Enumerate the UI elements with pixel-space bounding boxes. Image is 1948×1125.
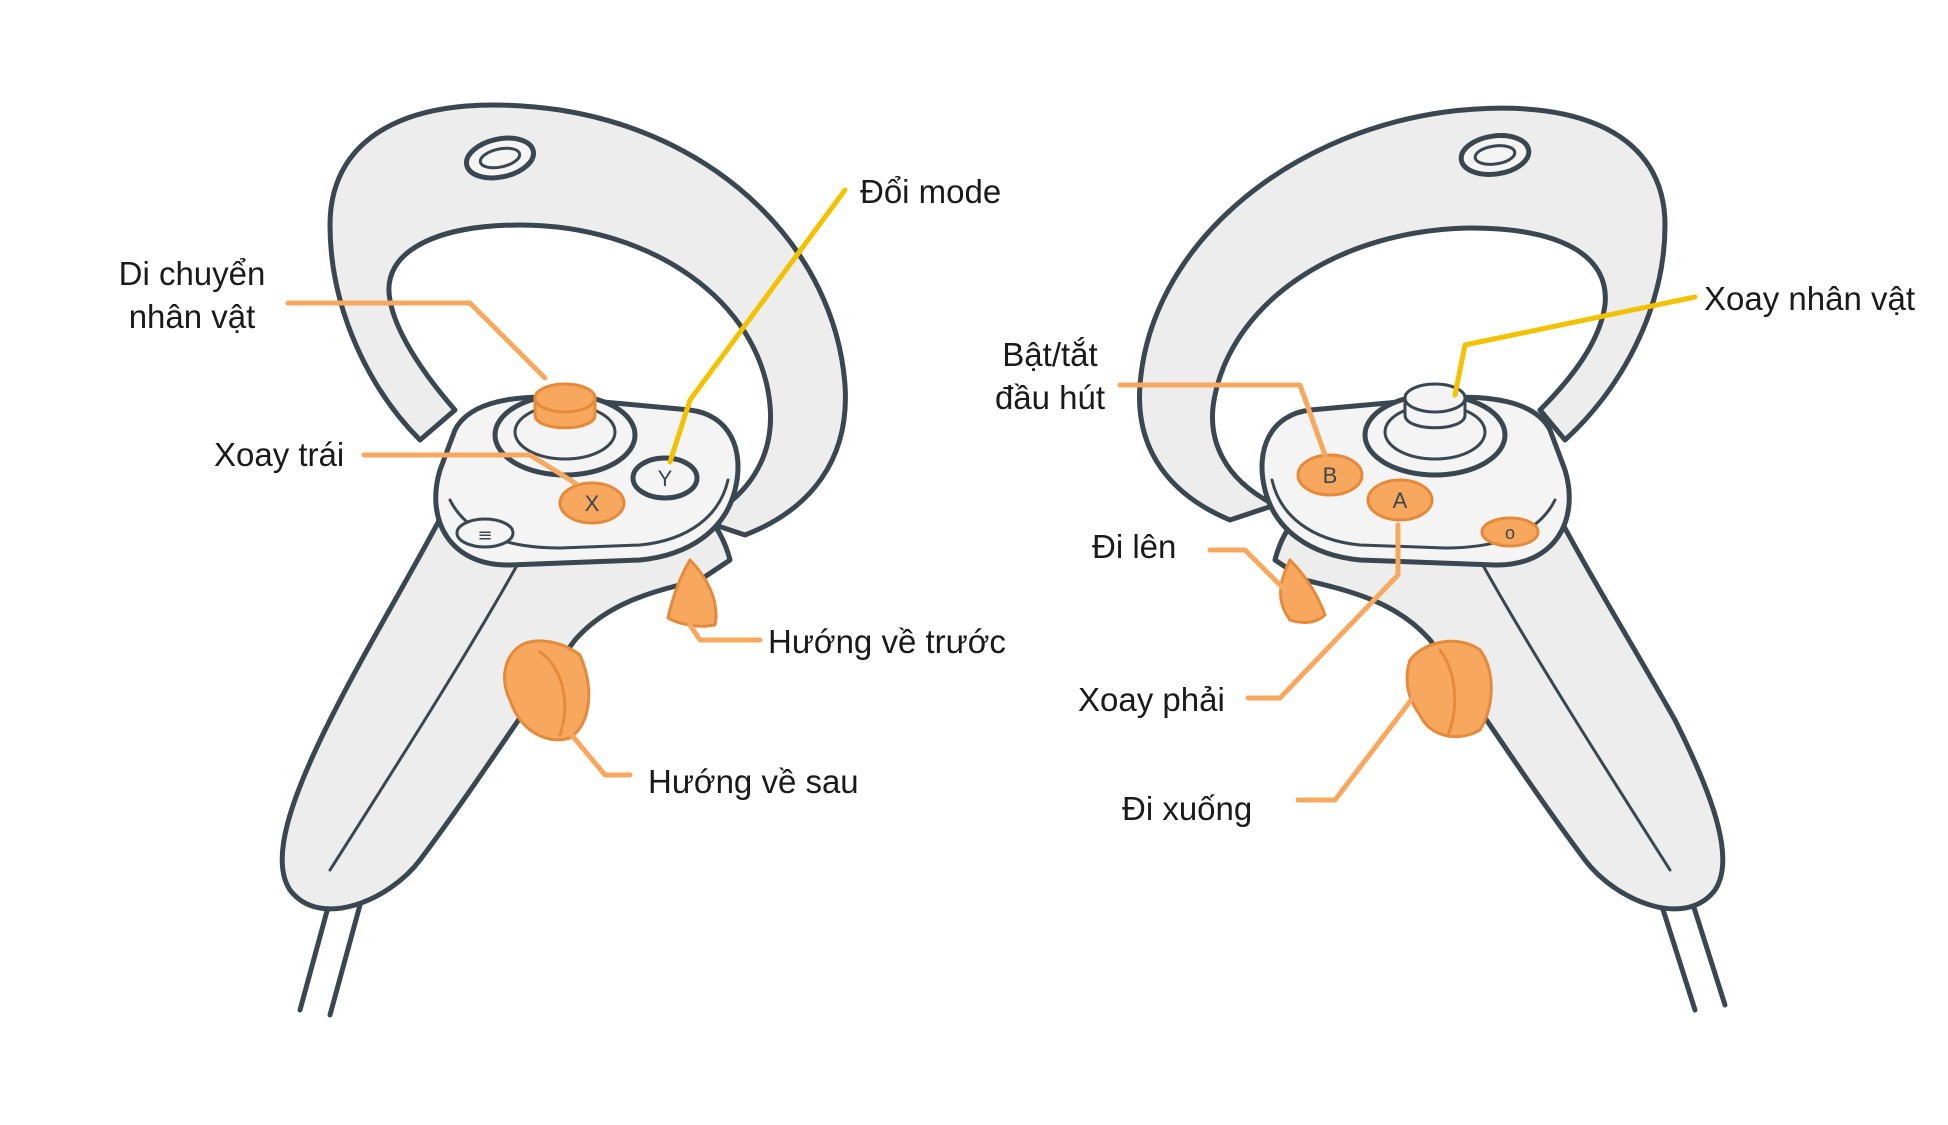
- leader-suction-toggle: [1117, 382, 1328, 458]
- right-a-button: [1366, 478, 1434, 522]
- left-x-glyph: X: [585, 491, 600, 516]
- left-menu-glyph: ≡: [477, 525, 492, 546]
- label-rotate-right: Xoay phải: [1078, 681, 1225, 718]
- vr-controller-right-icon: B A o: [1137, 105, 1728, 1013]
- label-suction-toggle-line2: đầu hút: [994, 379, 1106, 416]
- left-leader-lines: [285, 187, 848, 778]
- label-suction-toggle-line1: Bật/tắt: [1002, 336, 1098, 373]
- right-ring-inner: [1213, 226, 1607, 397]
- right-oculus-button: [1480, 516, 1540, 548]
- label-backward: Hướng về sau: [648, 763, 859, 800]
- label-move-character-line2: nhân vật: [128, 298, 256, 335]
- right-grip-seam: [1478, 558, 1672, 872]
- left-y-glyph: Y: [658, 466, 673, 491]
- label-rotate-character: Xoay nhân vật: [1704, 280, 1915, 317]
- vr-controller-left-icon: X Y ≡: [279, 102, 848, 1018]
- right-cable: [1657, 892, 1728, 1013]
- leader-rotate-right: [1245, 522, 1401, 701]
- label-go-up: Đi lên: [1092, 528, 1177, 565]
- right-oculus-glyph: o: [1505, 523, 1515, 543]
- right-b-glyph: B: [1323, 463, 1338, 488]
- leader-forward: [687, 622, 763, 643]
- label-go-down: Đi xuống: [1122, 790, 1253, 827]
- left-ring-inner: [387, 223, 772, 407]
- left-tracking-ring: [327, 102, 848, 538]
- left-index-trigger: [666, 558, 718, 628]
- left-cable: [297, 897, 363, 1018]
- label-suction-toggle: Bật/tắt đầu hút: [975, 333, 1125, 419]
- left-ring-led: [464, 135, 536, 181]
- left-grip-seam: [328, 558, 522, 872]
- leader-go-down: [1295, 692, 1418, 803]
- right-tracking-ring: [1137, 105, 1668, 523]
- leader-move-character: [285, 300, 548, 381]
- label-move-character-line1: Di chuyển: [118, 255, 266, 292]
- right-leader-lines: [1117, 294, 1698, 803]
- leader-rotate-left: [361, 452, 578, 486]
- label-move-character: Di chuyển nhân vật: [106, 252, 278, 338]
- left-menu-button: [455, 517, 515, 549]
- left-grip-trigger: [503, 639, 591, 742]
- leader-go-up: [1207, 547, 1288, 593]
- label-rotate-left: Xoay trái: [214, 436, 345, 473]
- right-a-glyph: A: [1393, 488, 1408, 513]
- right-b-button: [1296, 453, 1364, 497]
- label-switch-mode: Đổi mode: [860, 173, 1002, 210]
- label-forward: Hướng về trước: [768, 623, 1006, 660]
- left-x-button: [558, 481, 626, 525]
- leader-backward: [562, 724, 633, 778]
- right-ring-led: [1458, 133, 1532, 177]
- left-y-button: [630, 455, 700, 501]
- leader-switch-mode: [667, 187, 848, 465]
- right-grip-trigger: [1405, 639, 1493, 739]
- leader-rotate-character: [1452, 294, 1698, 398]
